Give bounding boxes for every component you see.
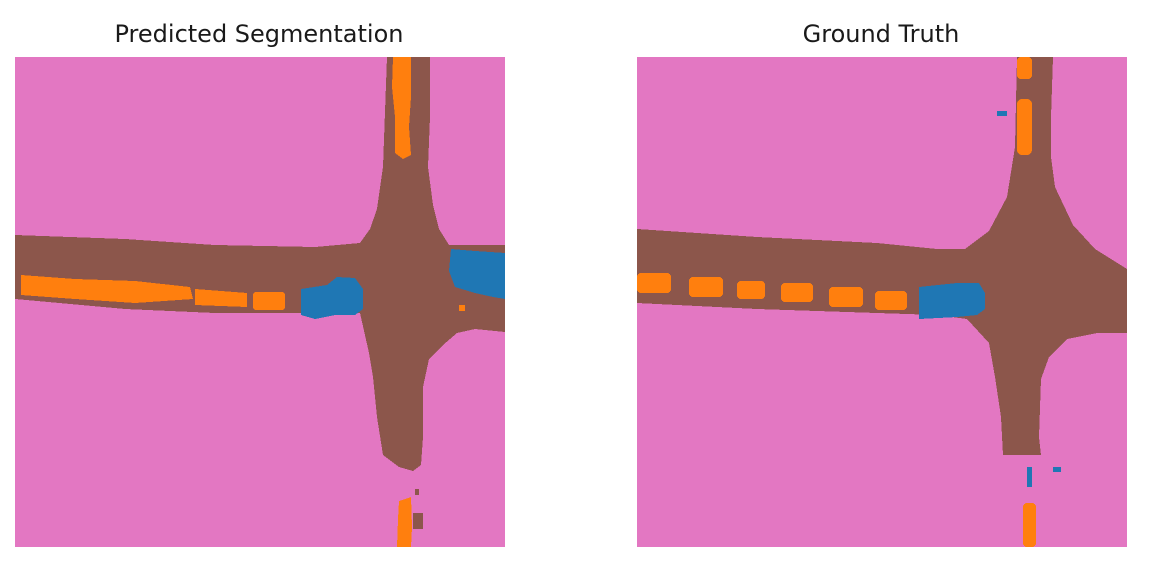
road-region — [637, 57, 1127, 455]
road-region — [15, 57, 505, 471]
lane-dash — [195, 289, 247, 307]
vehicle — [919, 283, 985, 319]
lane-dash — [875, 291, 907, 310]
lane-dash — [1017, 99, 1032, 155]
ground-truth-map — [637, 57, 1127, 547]
lane-dash — [637, 273, 671, 293]
vehicle — [449, 249, 505, 299]
vehicle — [301, 277, 363, 319]
lane-fragment — [459, 305, 465, 311]
vehicle-regions — [919, 111, 1061, 487]
vehicle-fragment — [997, 111, 1007, 116]
lane-dash — [1017, 57, 1032, 79]
lane-dash — [781, 283, 813, 302]
predicted-segmentation-map — [15, 57, 505, 547]
lane-dash — [689, 277, 723, 297]
ground-truth-panel-title: Ground Truth — [802, 20, 960, 48]
predicted-panel-title: Predicted Segmentation — [114, 20, 404, 48]
lane-markings — [637, 57, 1036, 547]
noise-fragment — [413, 513, 423, 529]
lane-dash — [737, 281, 765, 299]
vehicle-fragment — [1027, 467, 1032, 487]
vehicle-regions — [301, 249, 505, 319]
noise-fragment — [415, 489, 419, 495]
lane-dash — [392, 57, 411, 159]
lane-dash — [829, 287, 863, 307]
lane-dash — [21, 275, 193, 303]
lane-markings — [21, 57, 465, 547]
lane-dash — [1023, 503, 1036, 547]
lane-dash — [397, 497, 412, 547]
lane-dash — [253, 292, 285, 310]
vehicle-fragment — [1053, 467, 1061, 472]
noise-fragments — [413, 489, 423, 529]
